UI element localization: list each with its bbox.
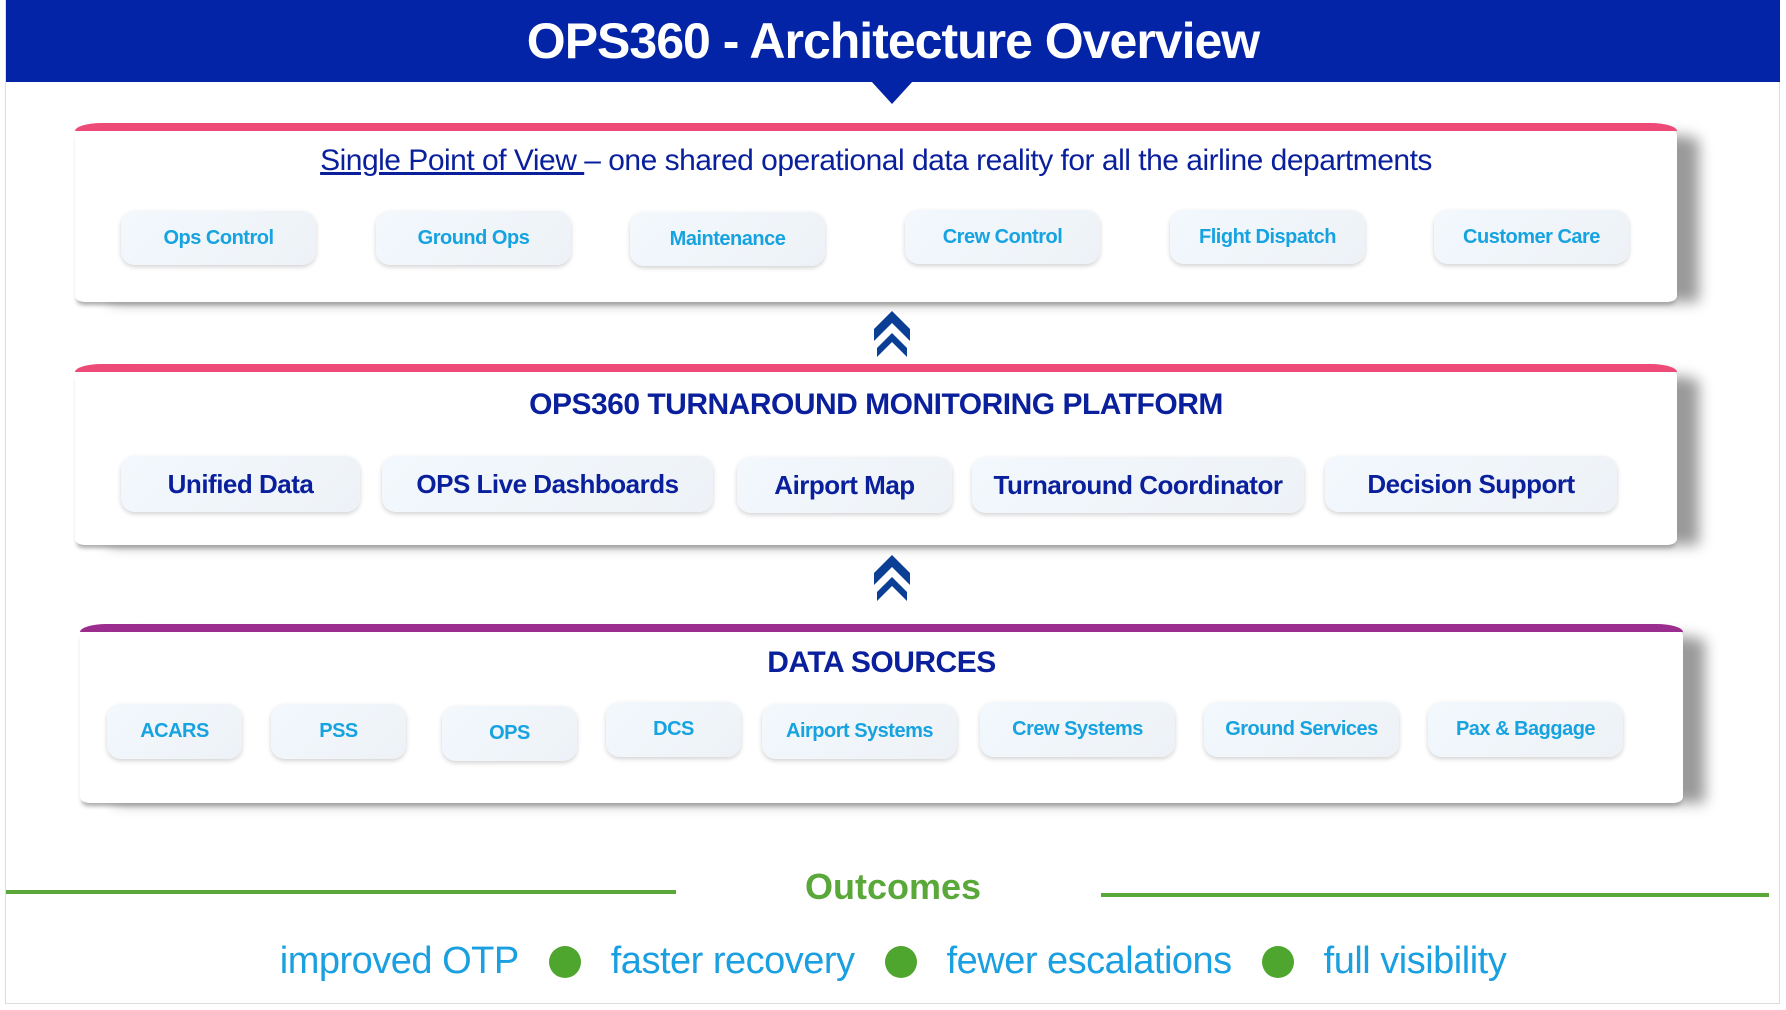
source-pill: Ground Services [1204,702,1399,757]
outcomes-title: Outcomes [804,866,982,907]
platform-pill: Unified Data [121,456,360,512]
header-pointer [871,81,913,104]
double-chevron-up-icon [874,311,910,357]
platform-pill: Airport Map [737,457,952,513]
platform-pill: OPS Live Dashboards [382,456,713,512]
source-pill: PSS [271,704,406,759]
outcomes-divider-left [6,890,676,894]
layer-platform-title: OPS360 TURNAROUND MONITORING PLATFORM [529,388,1223,421]
page-title: OPS360 - Architecture Overview [6,0,1780,82]
outcome-item: fewer escalations [946,940,1233,982]
layer-platform: OPS360 TURNAROUND MONITORING PLATFORM Un… [75,364,1677,545]
source-pill: OPS [442,706,577,761]
source-pill: Pax & Baggage [1428,702,1623,757]
single-point-of-view-link[interactable]: Single Point of View [320,144,585,177]
source-pill: ACARS [107,704,242,759]
dept-pill: Maintenance [630,212,825,266]
dept-pill: Ground Ops [376,211,571,265]
layer-data-sources-title: DATA SOURCES [767,646,996,679]
source-pill: Crew Systems [980,702,1175,757]
slide-frame [5,0,1780,1004]
outcomes-divider-right [1101,893,1769,897]
green-dot-icon [884,945,917,978]
dept-pill: Flight Dispatch [1170,210,1365,264]
platform-pill: Turnaround Coordinator [972,457,1304,513]
platform-pill: Decision Support [1325,456,1617,512]
layer-departments-title: Single Point of View – one shared operat… [75,144,1677,178]
layer-departments: Single Point of View – one shared operat… [75,123,1677,302]
outcome-item: improved OTP [279,940,519,982]
green-dot-icon [548,945,581,978]
source-pill: Airport Systems [762,704,957,759]
outcome-item: faster recovery [610,940,855,982]
outcomes-list: improved OTP faster recovery fewer escal… [0,940,1786,983]
title-rest: – one shared operational data reality fo… [584,144,1432,177]
outcome-item: full visibility [1323,940,1507,982]
dept-pill: Ops Control [121,211,316,265]
double-chevron-up-icon [874,555,910,601]
green-dot-icon [1261,945,1294,978]
source-pill: DCS [606,702,741,757]
dept-pill: Crew Control [905,210,1100,264]
dept-pill: Customer Care [1434,210,1629,264]
layer-data-sources: DATA SOURCES ACARS PSS OPS DCS Airport S… [80,624,1683,803]
